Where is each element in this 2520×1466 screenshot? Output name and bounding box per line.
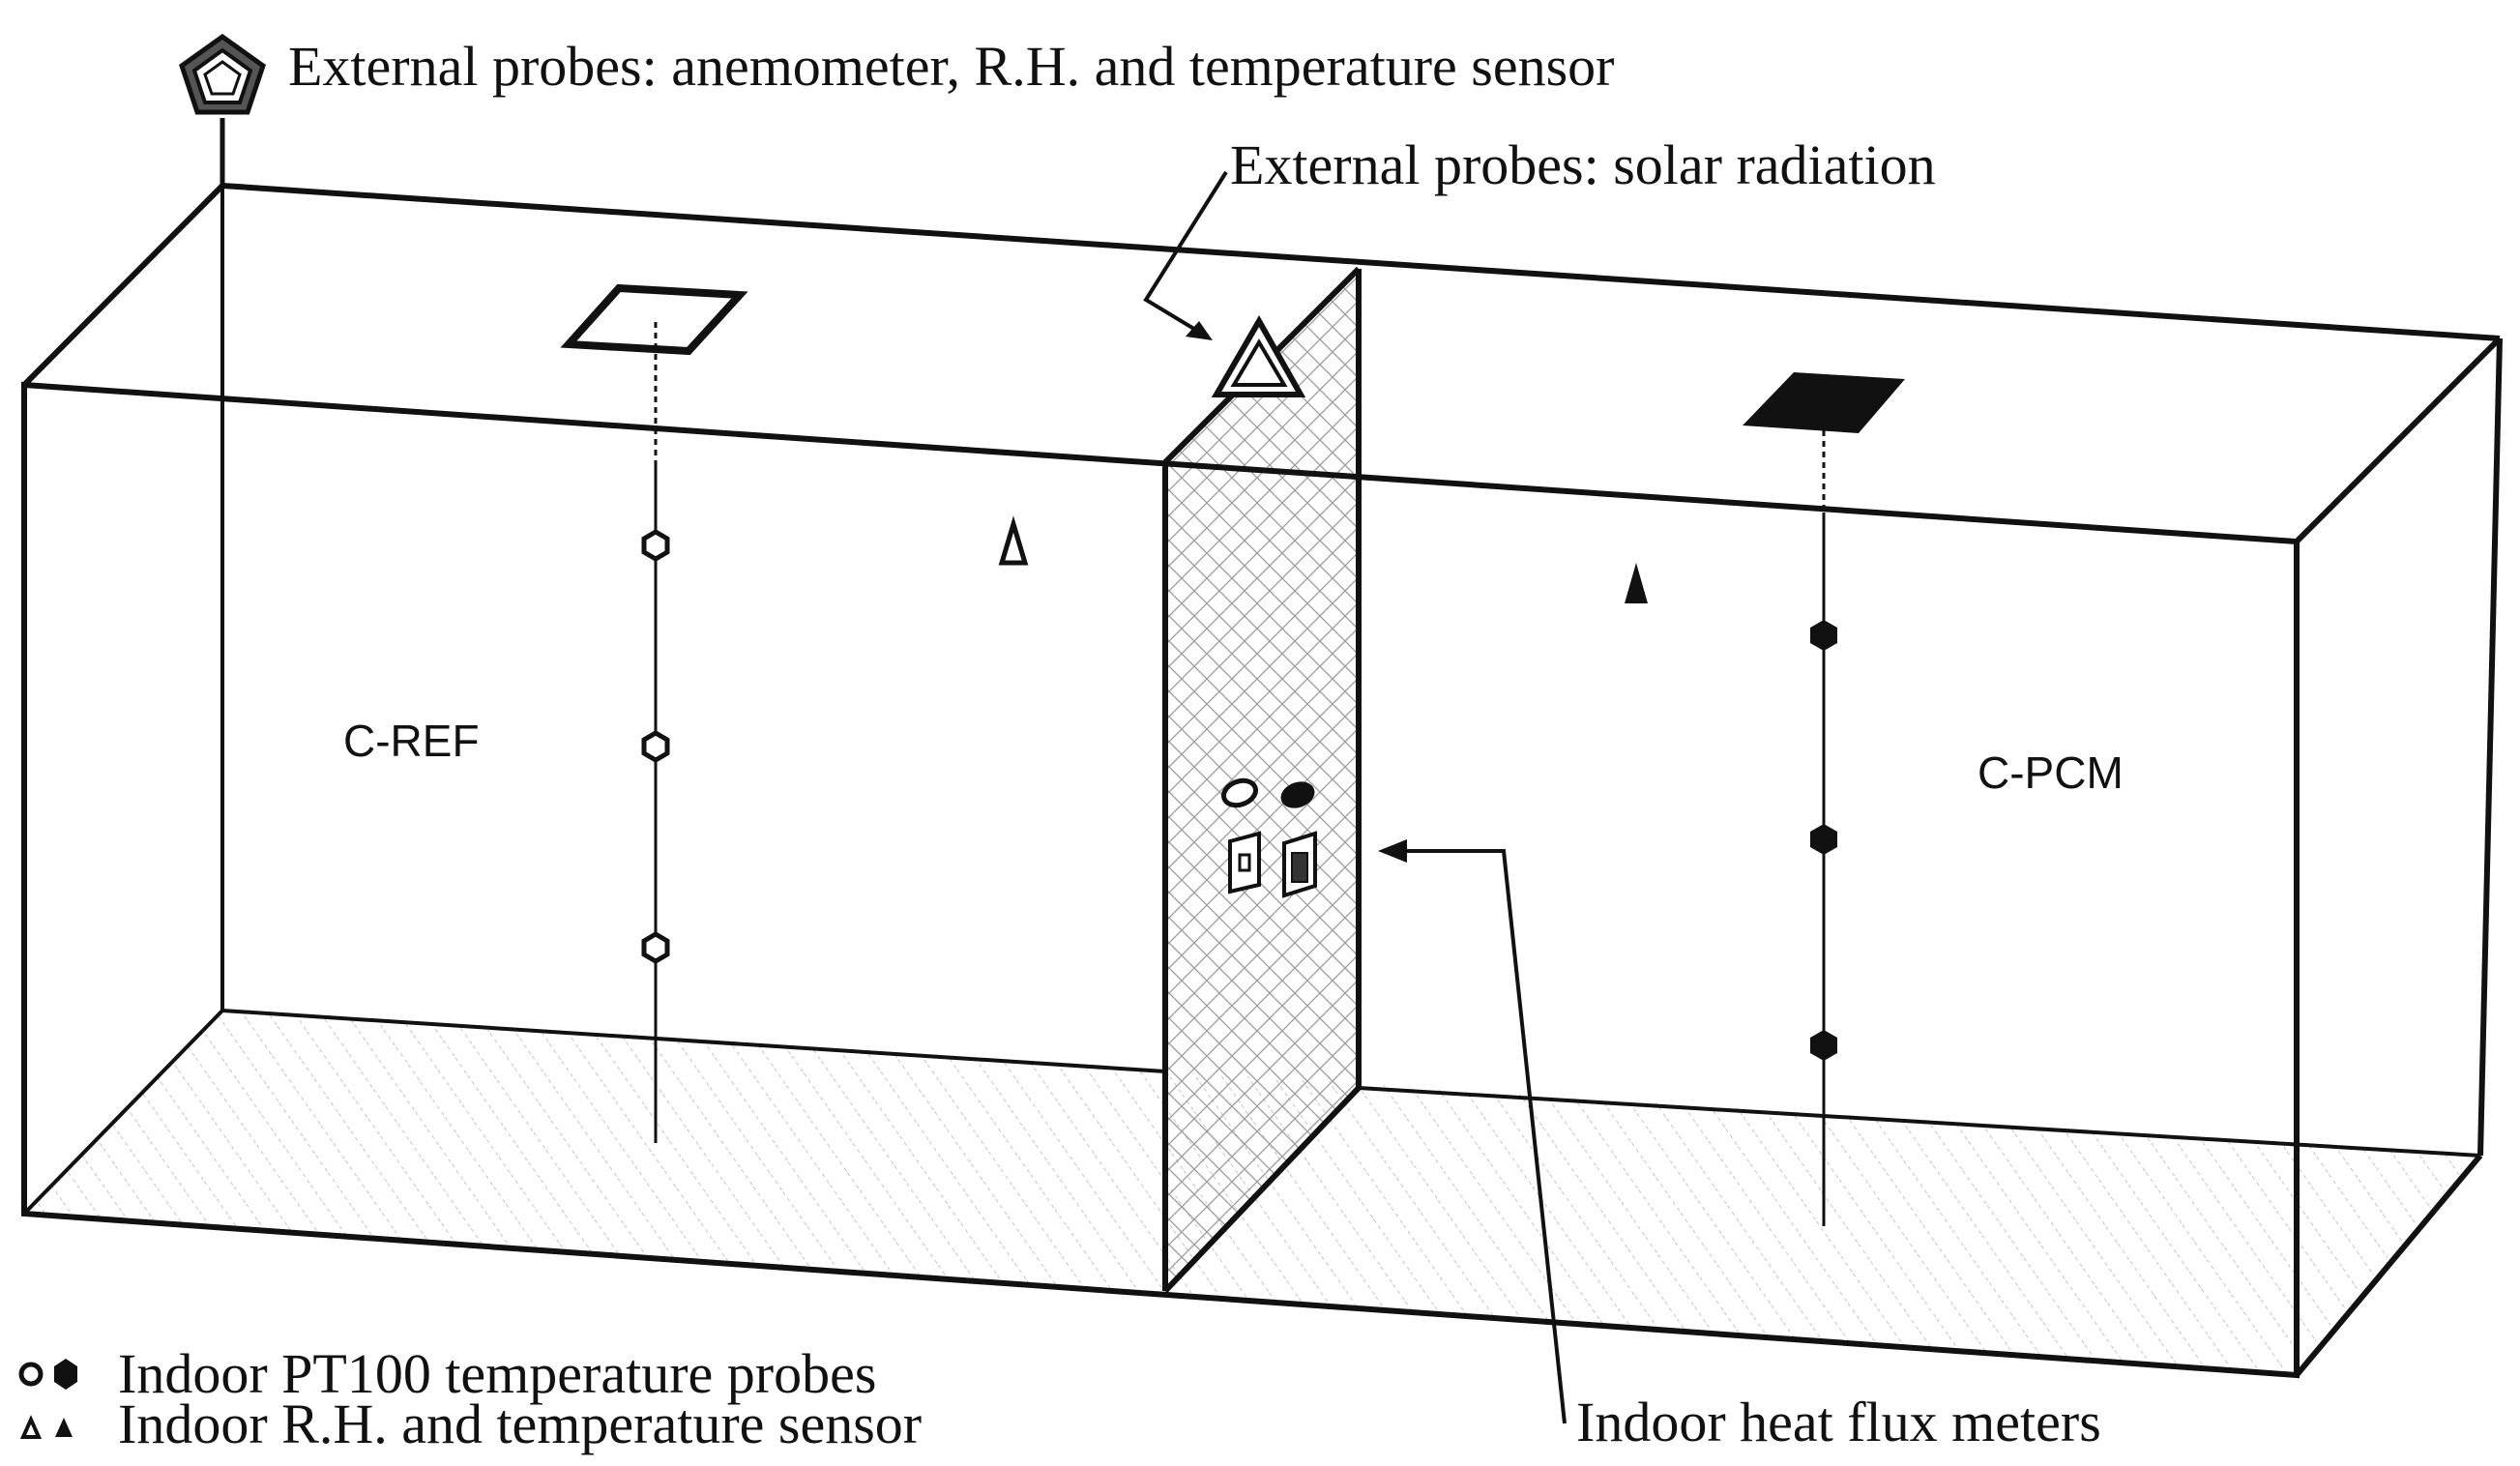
cpcm-ceiling-sensor-icon xyxy=(1743,372,1905,433)
cref-rh-sensor-icon xyxy=(998,515,1029,566)
cref-pt100-probes xyxy=(641,529,670,964)
partition-filled-probe-icon xyxy=(1280,781,1315,808)
indoor-heat-flux-label: Indoor heat flux meters xyxy=(1576,1391,2101,1453)
legend-pt100-icon xyxy=(18,1359,77,1390)
cell-reference-label: C-REF xyxy=(343,716,480,766)
legend-pt100-label: Indoor PT100 temperature probes xyxy=(118,1342,876,1405)
cref-probe-bottom-icon xyxy=(641,931,670,964)
cpcm-probe-top-icon xyxy=(1810,620,1837,651)
external-weather-probe-icon xyxy=(179,33,266,186)
heat-flux-meter-filled-icon xyxy=(1282,831,1317,898)
cref-ceiling-sensor-icon xyxy=(560,283,748,356)
legend-rh-icon xyxy=(19,1415,73,1439)
cpcm-pt100-probes xyxy=(1810,620,1837,1061)
external-probes-weather-label: External probes: anemometer, R.H. and te… xyxy=(288,35,1614,98)
partition-probes xyxy=(1221,777,1317,898)
partition-open-probe-icon xyxy=(1221,777,1258,808)
legend: Indoor PT100 temperature probes Indoor R… xyxy=(18,1342,922,1455)
cpcm-rh-sensor-icon xyxy=(1625,563,1648,603)
heat-flux-arrow xyxy=(1392,849,1567,1424)
partition-wall-hatch xyxy=(1165,269,1359,1291)
cref-probe-middle-icon xyxy=(641,730,670,763)
cref-probe-top-icon xyxy=(641,529,670,562)
heat-flux-meter-open-icon xyxy=(1228,831,1261,894)
cell-pcm-label: C-PCM xyxy=(1978,748,2124,798)
box-back-edges xyxy=(22,186,2481,1216)
external-probes-solar-label: External probes: solar radiation xyxy=(1230,133,1936,196)
solar-label-arrow xyxy=(1143,170,1228,338)
cpcm-probe-bottom-icon xyxy=(1810,1030,1837,1061)
cpcm-probe-middle-icon xyxy=(1810,824,1837,855)
legend-rh-label: Indoor R.H. and temperature sensor xyxy=(118,1393,922,1455)
solar-radiation-probe-icon xyxy=(1211,314,1306,397)
